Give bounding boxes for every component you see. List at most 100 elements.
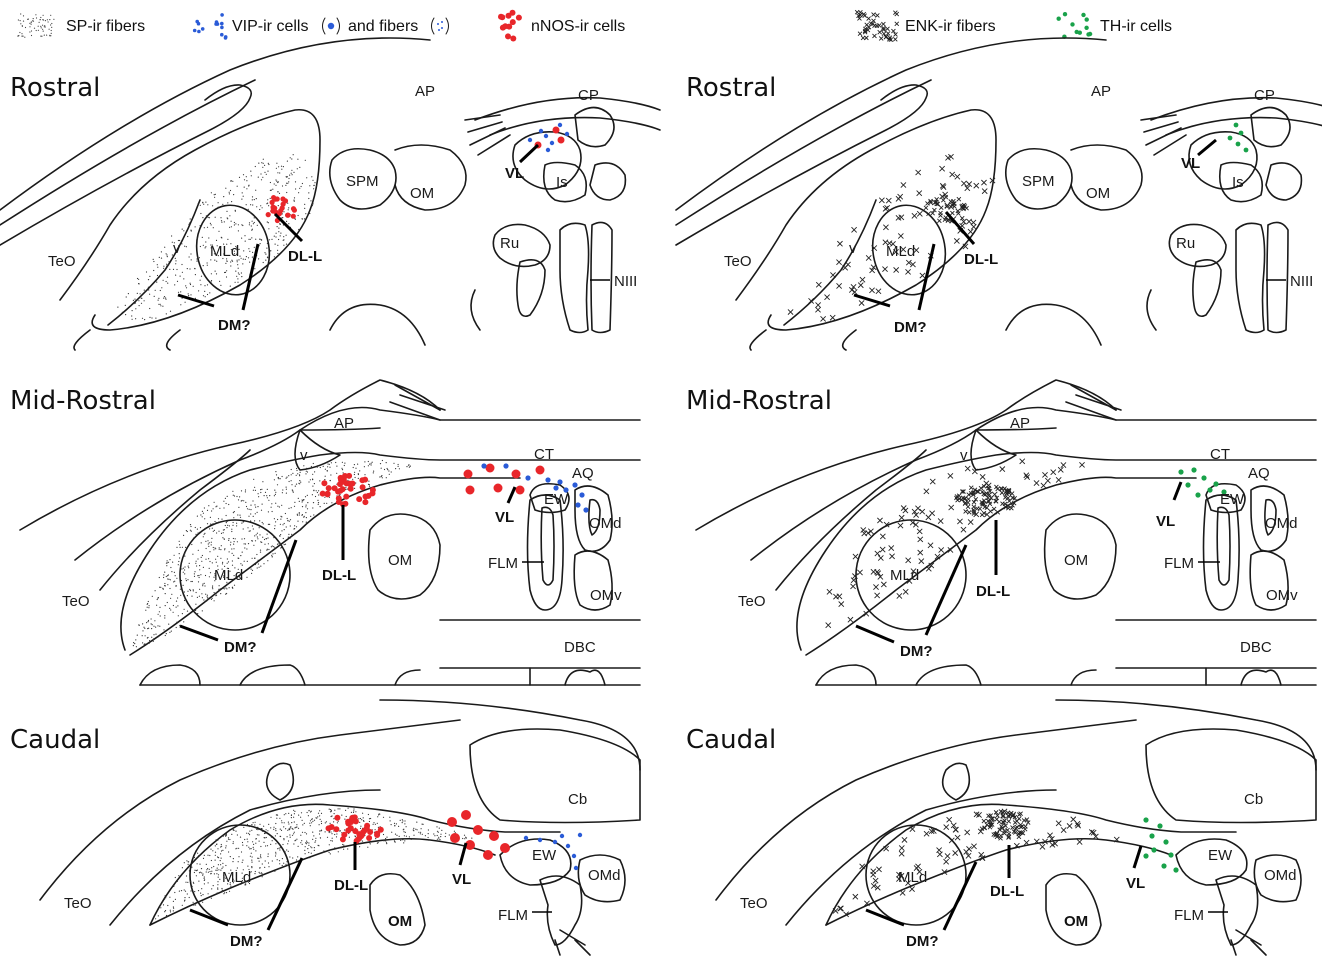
stipple-dot [184, 591, 185, 592]
stipple-dot [243, 528, 244, 529]
stipple-dot [269, 495, 270, 496]
stipple-dot [190, 590, 191, 591]
stipple-dot [265, 492, 266, 493]
stipple-dot [287, 183, 288, 184]
stipple-dot [198, 575, 199, 576]
label-flm: FLM [1174, 907, 1204, 924]
stipple-dot [261, 873, 262, 874]
stipple-dot [128, 293, 129, 294]
stipple-dot [153, 626, 154, 627]
stipple-dot [223, 196, 224, 197]
stipple-dot [278, 477, 279, 478]
stipple-dot [317, 500, 318, 501]
stipple-dot [360, 826, 361, 827]
stipple-dot [194, 268, 195, 269]
stipple-dot [278, 166, 279, 167]
stipple-dot [423, 824, 424, 825]
stipple-dot [268, 205, 269, 206]
stipple-dot [219, 879, 220, 880]
stipple-dot [273, 827, 274, 828]
stipple-dot [270, 827, 271, 828]
stipple-dot [276, 474, 277, 475]
stipple-dot [279, 172, 280, 173]
stipple-dot [200, 893, 201, 894]
stipple-dot [242, 263, 243, 264]
stipple-dot [233, 843, 234, 844]
stipple-dot [277, 484, 278, 485]
stipple-dot [400, 820, 401, 821]
stipple-dot [268, 164, 269, 165]
stipple-dot [279, 193, 280, 194]
stipple-dot [169, 632, 170, 633]
stipple-dot [213, 508, 214, 509]
stipple-dot [313, 463, 314, 464]
stipple-dot [205, 594, 206, 595]
stipple-dot [172, 562, 173, 563]
stipple-dot [253, 528, 254, 529]
label-dm: DM? [218, 317, 251, 334]
stipple-dot [363, 821, 364, 822]
vip-cell [550, 141, 554, 145]
stipple-dot [211, 280, 212, 281]
stipple-dot [283, 826, 284, 827]
stipple-dot [178, 292, 179, 293]
stipple-dot [267, 199, 268, 200]
nnos-cell [516, 486, 525, 495]
stipple-dot [428, 833, 429, 834]
stipple-dot [243, 500, 244, 501]
label-spm: SPM [1022, 173, 1055, 190]
stipple-dot [283, 245, 284, 246]
stipple-dot [158, 915, 159, 916]
enk-cross [865, 23, 869, 27]
stipple-dot [265, 254, 266, 255]
stipple-dot [288, 508, 289, 509]
stipple-dot [217, 887, 218, 888]
stipple-dot [259, 520, 260, 521]
stipple-dot [297, 856, 298, 857]
stipple-dot [215, 845, 216, 846]
stipple-dot [334, 810, 335, 811]
stipple-dot [287, 836, 288, 837]
stipple-dot [174, 572, 175, 573]
enk-cross [961, 181, 966, 186]
enk-cross [873, 878, 878, 883]
stipple-dot [225, 525, 226, 526]
stipple-dot [354, 472, 355, 473]
stipple-dot [180, 565, 181, 566]
stipple-dot [176, 622, 177, 623]
th-cell [1244, 148, 1249, 153]
stipple-dot [247, 824, 248, 825]
enk-cross [903, 589, 908, 594]
label-v: v [173, 240, 181, 257]
stipple-dot [240, 563, 241, 564]
stipple-dot [20, 20, 21, 21]
stipple-dot [179, 620, 180, 621]
stipple-dot [331, 502, 332, 503]
stipple-dot [249, 848, 250, 849]
stipple-dot [236, 523, 237, 524]
stipple-dot [219, 508, 220, 509]
stipple-dot [233, 829, 234, 830]
stipple-dot [268, 543, 269, 544]
stipple-dot [368, 461, 369, 462]
stipple-dot [406, 836, 407, 837]
stipple-dot [42, 29, 43, 30]
stipple-dot [255, 850, 256, 851]
stipple-dot [305, 213, 306, 214]
enk-cross [939, 547, 944, 552]
stipple-dot [238, 856, 239, 857]
stipple-dot [375, 829, 376, 830]
stipple-dot [232, 491, 233, 492]
stipple-dot [194, 870, 195, 871]
stipple-dot [314, 850, 315, 851]
enk-cross [930, 479, 935, 484]
stipple-dot [185, 891, 186, 892]
stipple-dot [393, 463, 394, 464]
enk-cross [877, 518, 882, 523]
stipple-dot [270, 190, 271, 191]
stipple-dot [229, 192, 230, 193]
label-vl: VL [452, 871, 471, 888]
th-cell [1161, 863, 1166, 868]
stipple-dot [275, 853, 276, 854]
stipple-dot [373, 824, 374, 825]
